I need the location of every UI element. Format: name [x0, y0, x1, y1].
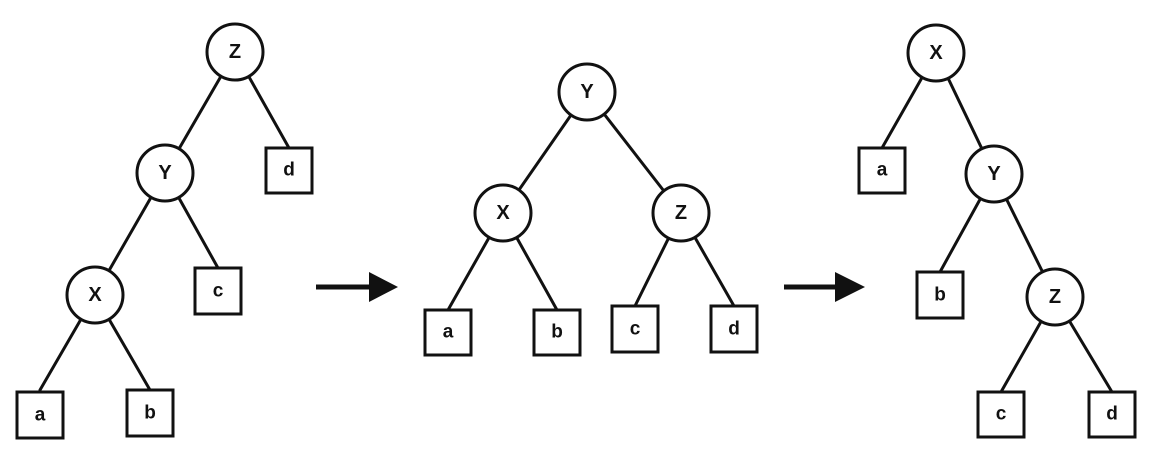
node-y: Y	[964, 144, 1024, 204]
leaf-c-label: c	[213, 281, 224, 302]
node-y: Y	[135, 143, 195, 203]
leaf-d-label: d	[283, 160, 295, 181]
leaf-c: c	[193, 266, 243, 316]
node-z: Z	[205, 22, 265, 82]
leaf-d: d	[264, 146, 314, 195]
leaf-c-label: c	[630, 319, 641, 340]
node-y-label: Y	[580, 81, 594, 103]
node-y-label: Y	[158, 162, 172, 184]
node-z-label: Z	[675, 202, 687, 224]
leaf-a-label: a	[35, 405, 46, 426]
leaf-a: a	[423, 308, 473, 357]
leaf-a: a	[857, 146, 907, 195]
node-x: X	[65, 265, 125, 325]
leaf-b: b	[532, 308, 582, 357]
tree-balanced: Y X Z a b c d	[423, 62, 759, 357]
leaf-a-label: a	[877, 160, 888, 181]
node-z-label: Z	[1049, 286, 1061, 308]
leaf-b: b	[125, 388, 175, 438]
leaf-b-label: b	[934, 285, 946, 306]
node-x: X	[473, 183, 533, 243]
node-x-label: X	[496, 202, 510, 224]
node-z: Z	[1025, 267, 1085, 327]
leaf-d: d	[709, 304, 759, 354]
leaf-c: c	[610, 304, 660, 354]
leaf-b: b	[915, 270, 965, 320]
leaf-b-label: b	[551, 322, 563, 343]
node-x-label: X	[929, 42, 943, 64]
leaf-c-label: c	[996, 404, 1007, 425]
node-z-label: Z	[229, 41, 241, 63]
tree-left-leaning: Z Y X a b c d	[15, 22, 314, 440]
node-y-label: Y	[987, 163, 1001, 185]
node-z: Z	[651, 183, 711, 243]
leaf-b-label: b	[144, 403, 156, 424]
leaf-d-label: d	[1106, 404, 1118, 425]
arrow-1	[316, 272, 398, 302]
leaf-c: c	[976, 390, 1026, 439]
leaf-a: a	[15, 390, 65, 440]
leaf-a-label: a	[443, 322, 454, 343]
leaf-d: d	[1087, 390, 1137, 439]
leaf-d-label: d	[728, 319, 740, 340]
node-x: X	[906, 23, 966, 83]
node-y: Y	[557, 62, 617, 122]
node-x-label: X	[88, 284, 102, 306]
arrow-2	[784, 272, 865, 302]
tree-right-leaning: X Y Z a b c d	[857, 23, 1137, 439]
